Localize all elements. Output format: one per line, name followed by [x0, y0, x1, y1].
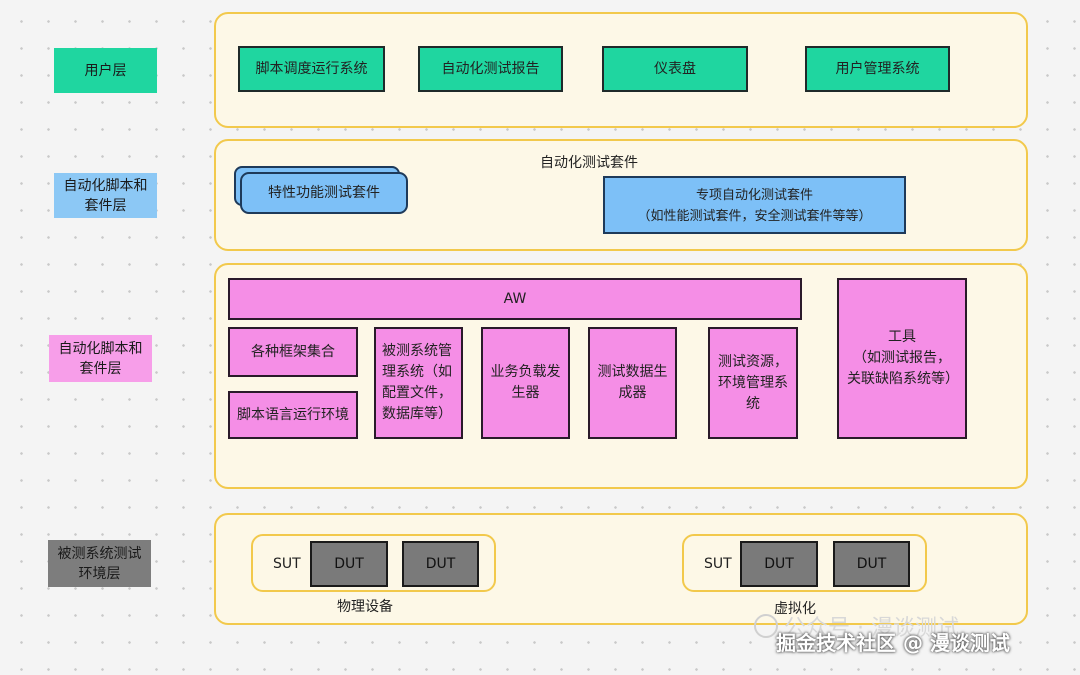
- dashboard-box: 仪表盘: [602, 46, 748, 92]
- physical-dut-1: DUT: [310, 541, 388, 587]
- layer-label-sut-env: 被测系统测试 环境层: [48, 540, 151, 587]
- wechat-icon: [754, 614, 778, 638]
- tools-box: 工具 （如测试报告，关联缺陷系统等）: [837, 278, 967, 439]
- physical-sut-label: SUT: [273, 556, 301, 572]
- watermark-faint: 公众号 · 漫谈测试: [784, 616, 959, 641]
- layer-label-script-suite-2: 自动化脚本和 套件层: [49, 335, 152, 382]
- feature-suite-box: 特性功能测试套件: [240, 172, 408, 214]
- layer-label-user: 用户层: [54, 48, 157, 93]
- sut-management-box: 被测系统管理系统（如配置文件，数据库等）: [374, 327, 463, 439]
- aw-bar: AW: [228, 278, 802, 320]
- virtual-dut-1: DUT: [740, 541, 818, 587]
- load-generator-box: 业务负载发生器: [481, 327, 570, 439]
- resource-management-box: 测试资源，环境管理系统: [708, 327, 798, 439]
- physical-device-caption: 物理设备: [337, 599, 393, 615]
- physical-dut-2: DUT: [402, 541, 479, 587]
- scheduler-system-box: 脚本调度运行系统: [238, 46, 385, 92]
- special-suite-box: 专项自动化测试套件 （如性能测试套件，安全测试套件等等）: [603, 176, 906, 234]
- special-suite-line1: 专项自动化测试套件: [695, 188, 813, 203]
- virtual-sut-label: SUT: [704, 556, 732, 572]
- virtual-dut-2: DUT: [833, 541, 910, 587]
- test-report-box: 自动化测试报告: [418, 46, 563, 92]
- frameworks-box: 各种框架集合: [228, 327, 358, 377]
- virtual-device-caption: 虚拟化: [774, 601, 816, 617]
- watermark-main: 掘金技术社区 @ 漫谈测试: [776, 631, 1010, 655]
- data-generator-box: 测试数据生成器: [588, 327, 677, 439]
- script-runtime-box: 脚本语言运行环境: [228, 391, 358, 439]
- suite-layer-title: 自动化测试套件: [540, 155, 638, 171]
- layer-label-script-suite: 自动化脚本和 套件层: [54, 173, 157, 218]
- user-management-box: 用户管理系统: [805, 46, 950, 92]
- special-suite-line2: （如性能测试套件，安全测试套件等等）: [637, 209, 872, 224]
